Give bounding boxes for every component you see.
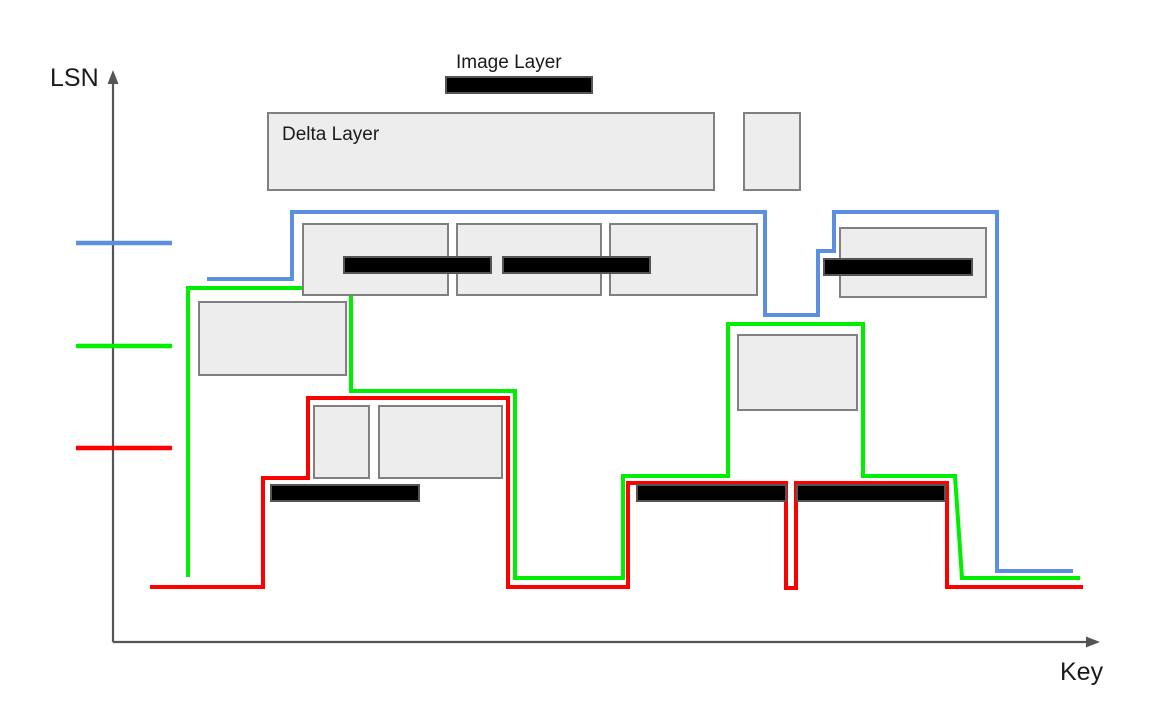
x-axis-label: Key [1060, 658, 1104, 686]
curve-group [150, 210, 1083, 590]
image-bar-red-2 [636, 484, 787, 502]
y-axis-arrowhead [107, 70, 119, 84]
delta-box-green-2-rect [737, 334, 858, 411]
delta-box-red-1-rect [313, 405, 370, 479]
x-axis-arrowhead [1086, 636, 1100, 648]
axis-group [107, 70, 1100, 648]
delta-box-green-1 [198, 301, 347, 376]
delta-box-top-right [743, 112, 801, 191]
blue-curve [207, 210, 1073, 573]
delta-box-red-1 [313, 405, 370, 479]
delta-box-red-2 [378, 405, 503, 479]
y-axis-tick-group [76, 240, 172, 451]
delta-layer-box: Delta Layer [267, 112, 715, 191]
delta-layer-box-label: Delta Layer [282, 124, 380, 145]
y-axis-label: LSN [50, 64, 99, 92]
image-bar-top [445, 76, 593, 94]
image-bar-blue-2 [502, 256, 651, 274]
red-curve [150, 396, 1083, 590]
image-bar-blue-1 [343, 256, 492, 274]
green-curve [186, 286, 1080, 580]
image-bar-red-3 [796, 484, 946, 502]
image-layer-label: Image Layer [456, 52, 562, 73]
image-bar-blue-3 [823, 258, 973, 276]
delta-box-green-2 [737, 334, 858, 411]
delta-box-green-1-rect [198, 301, 347, 376]
delta-box-top-right-rect [743, 112, 801, 191]
layer-box-group: Delta Layer [198, 112, 987, 479]
delta-box-red-2-rect [378, 405, 503, 479]
delta-layer-box-rect [267, 112, 715, 191]
image-bar-red-1 [270, 484, 420, 502]
image-bar-group [270, 76, 973, 502]
